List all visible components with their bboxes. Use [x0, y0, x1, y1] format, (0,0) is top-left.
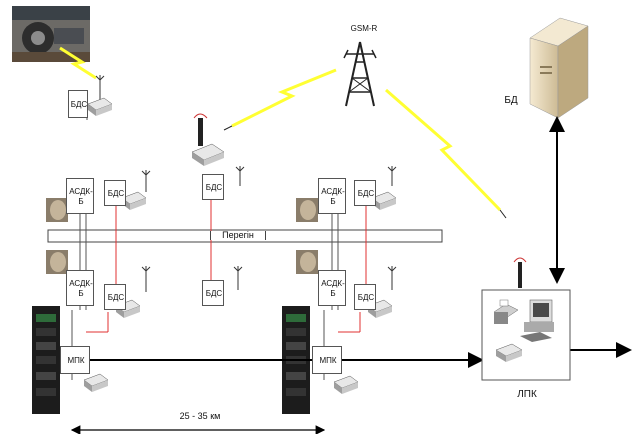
- lightning-icon: [386, 90, 506, 218]
- bds-box-right-bottom: БДС: [354, 284, 376, 310]
- bds-box-train: БДС: [68, 90, 88, 118]
- asdk-label-line1: АСДК-: [67, 187, 95, 196]
- mpk-box-left: МПК: [60, 346, 90, 374]
- lpk-label: ЛПК: [510, 390, 544, 399]
- distance-label: 25 - 35 км: [170, 412, 230, 421]
- asdk-label-line2: Б: [319, 197, 347, 206]
- bds-label: БДС: [105, 189, 127, 198]
- gsm-label: GSM-R: [342, 24, 386, 33]
- antenna-icon: [514, 258, 526, 288]
- antenna-icon: [194, 114, 207, 146]
- bds-label: БДС: [69, 100, 89, 109]
- peregin-label: Перегін: [210, 231, 266, 240]
- mpk-label: МПК: [313, 356, 343, 365]
- radio-mast-icon: [344, 42, 376, 106]
- antenna-icon: [142, 266, 150, 292]
- bds-label: БДС: [105, 293, 127, 302]
- asdk-label-line1: АСДК-: [67, 279, 95, 288]
- bd-label: БД: [498, 96, 524, 105]
- asdk-box-left-top: АСДК- Б: [66, 178, 94, 214]
- bds-label: БДС: [355, 189, 377, 198]
- lightning-icon: [224, 70, 336, 130]
- mpk-label: МПК: [61, 356, 91, 365]
- camera-sensor-icon: [46, 250, 68, 274]
- asdk-box-left-bottom: АСДК- Б: [66, 270, 94, 306]
- asdk-label-line1: АСДК-: [319, 187, 347, 196]
- asdk-box-right-top: АСДК- Б: [318, 178, 346, 214]
- antenna-icon: [142, 170, 150, 192]
- antenna-icon: [96, 75, 104, 100]
- camera-sensor-icon: [46, 198, 68, 222]
- antenna-icon: [388, 266, 396, 290]
- antenna-icon: [236, 166, 244, 186]
- bds-label: БДС: [203, 183, 225, 192]
- camera-sensor-icon: [296, 198, 318, 222]
- bds-box-right-top: БДС: [354, 180, 376, 206]
- bds-box-center-bottom: БДС: [202, 280, 224, 306]
- asdk-label-line2: Б: [67, 289, 95, 298]
- server-icon: [530, 18, 588, 118]
- antenna-icon: [388, 166, 396, 186]
- asdk-box-right-bottom: АСДК- Б: [318, 270, 346, 306]
- train-photo: [12, 6, 90, 62]
- modem-icon: [84, 374, 108, 392]
- bds-box-left-bottom: БДС: [104, 284, 126, 310]
- asdk-label-line1: АСДК-: [319, 279, 347, 288]
- modem-icon: [192, 144, 224, 166]
- camera-sensor-icon: [296, 250, 318, 274]
- mpk-box-right: МПК: [312, 346, 342, 374]
- asdk-label-line2: Б: [67, 197, 95, 206]
- bds-box-left-top: БДС: [104, 180, 126, 206]
- antenna-icon: [234, 266, 242, 290]
- rack-icon: [32, 306, 60, 414]
- bds-label: БДС: [203, 289, 225, 298]
- modem-icon: [88, 98, 112, 116]
- bds-label: БДС: [355, 293, 377, 302]
- asdk-label-line2: Б: [319, 289, 347, 298]
- bds-box-center-top: БДС: [202, 174, 224, 200]
- modem-icon: [334, 376, 358, 394]
